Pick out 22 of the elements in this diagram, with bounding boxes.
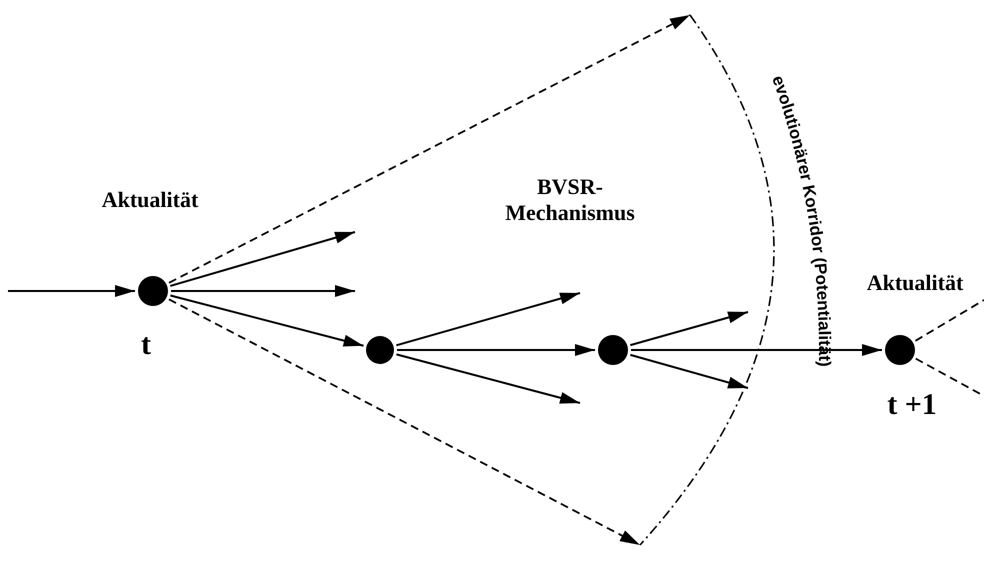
point-dot <box>885 335 915 365</box>
node-caption: t <box>141 328 151 362</box>
arrow <box>630 354 748 389</box>
point-dot <box>366 336 394 364</box>
node-caption: Aktualität <box>102 187 198 213</box>
mechanism-label: BVSR- Mechanismus <box>504 174 636 226</box>
arrow <box>631 344 882 356</box>
arrow <box>630 311 748 346</box>
arrow <box>8 285 135 297</box>
node-caption: Aktualität <box>866 270 964 296</box>
arrow <box>397 344 595 356</box>
point-dot <box>138 276 168 306</box>
arrow <box>396 353 580 404</box>
dashed-line <box>915 299 984 342</box>
node-caption: t +1 <box>887 388 937 422</box>
arrow <box>170 294 364 347</box>
arrow <box>171 285 355 297</box>
arrow <box>170 231 356 287</box>
arrow <box>396 292 580 346</box>
point-dot <box>598 335 628 365</box>
arrow <box>168 298 640 546</box>
arrow <box>168 14 690 284</box>
